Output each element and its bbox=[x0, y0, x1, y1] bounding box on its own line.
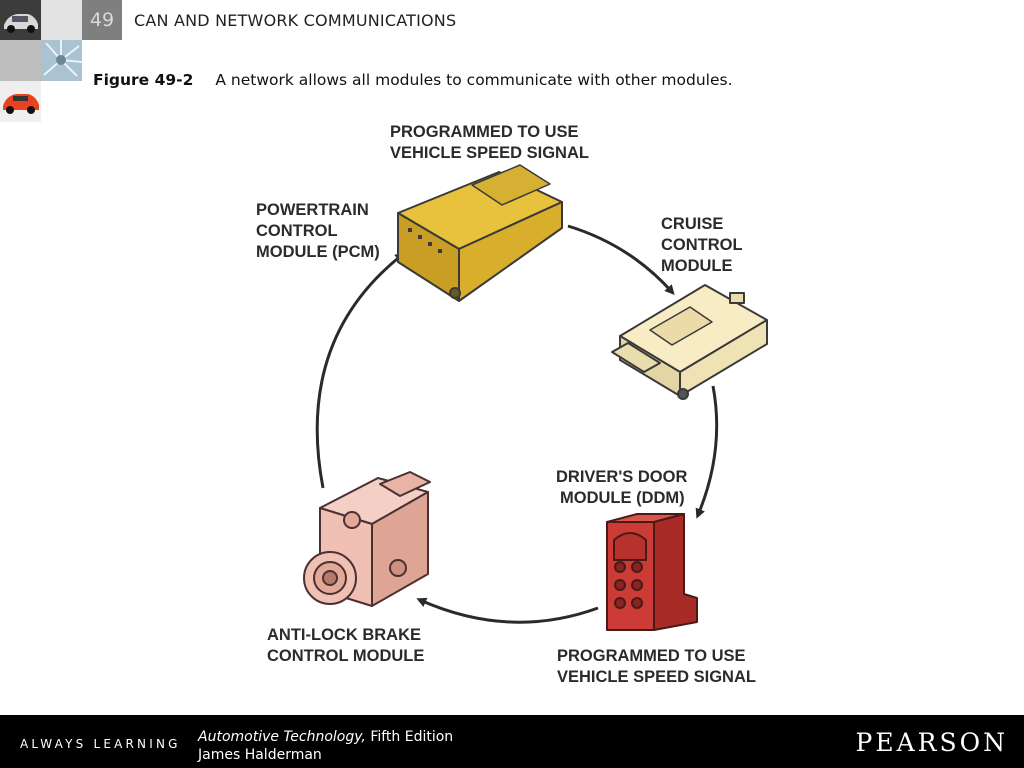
gray-block-thumbnail-2 bbox=[0, 40, 41, 81]
book-info: Automotive Technology, Fifth Edition Jam… bbox=[198, 728, 453, 764]
arrow-abs-to-pcm bbox=[315, 252, 406, 489]
ddm-label-line-2: MODULE (DDM) bbox=[560, 489, 685, 507]
gray-block-thumbnail bbox=[41, 0, 82, 40]
pcm-label-line-3: MODULE (PCM) bbox=[256, 243, 380, 261]
bottom-label-line-1: PROGRAMMED TO USE bbox=[557, 647, 746, 665]
pcm-label-line-2: CONTROL bbox=[256, 222, 337, 240]
book-title-line: Automotive Technology, Fifth Edition bbox=[198, 728, 453, 746]
abs-label-line-2: CONTROL MODULE bbox=[267, 647, 424, 665]
figure-label: Figure 49-2 bbox=[93, 71, 194, 89]
abs-label: ANTI-LOCK BRAKE CONTROL MODULE bbox=[267, 626, 426, 665]
arrow-ddm-to-abs bbox=[416, 597, 599, 624]
book-author: James Halderman bbox=[198, 747, 322, 763]
cruise-label-line-3: MODULE bbox=[661, 257, 733, 275]
turbine-thumbnail bbox=[41, 40, 82, 81]
chapter-title: CAN AND NETWORK COMMUNICATIONS bbox=[134, 11, 457, 30]
abs-module bbox=[303, 471, 431, 607]
figure-caption: Figure 49-2 A network allows all modules … bbox=[93, 71, 733, 89]
ddm-label: DRIVER'S DOOR MODULE (DDM) bbox=[556, 468, 692, 507]
cruise-label: CRUISE CONTROL MODULE bbox=[661, 215, 747, 275]
network-diagram: PROGRAMMED TO USE VEHICLE SPEED SIGNAL P… bbox=[256, 123, 768, 686]
bottom-label-line-2: VEHICLE SPEED SIGNAL bbox=[557, 668, 756, 686]
header-thumbnails bbox=[0, 0, 82, 122]
pcm-label: POWERTRAIN CONTROL MODULE (PCM) bbox=[256, 201, 380, 261]
top-label-line-2: VEHICLE SPEED SIGNAL bbox=[390, 144, 589, 162]
arrow-pcm-to-cruise bbox=[567, 224, 675, 295]
pcm-label-line-1: POWERTRAIN bbox=[256, 201, 369, 219]
pearson-logo: PEARSON bbox=[855, 728, 1008, 757]
top-label: PROGRAMMED TO USE VEHICLE SPEED SIGNAL bbox=[390, 123, 589, 162]
top-label-line-1: PROGRAMMED TO USE bbox=[390, 123, 579, 141]
abs-label-line-1: ANTI-LOCK BRAKE bbox=[267, 626, 421, 644]
ddm-module bbox=[606, 513, 698, 631]
ddm-label-line-1: DRIVER'S DOOR bbox=[556, 468, 687, 486]
silver-car-thumbnail bbox=[0, 0, 41, 40]
arrow-cruise-to-ddm bbox=[695, 385, 719, 519]
flow-arrows bbox=[315, 224, 719, 624]
footer-bar: ALWAYS LEARNING Automotive Technology, F… bbox=[0, 715, 1024, 768]
book-title: Automotive Technology, bbox=[198, 729, 366, 745]
figure-caption-text: A network allows all modules to communic… bbox=[215, 71, 733, 89]
diagram-labels: PROGRAMMED TO USE VEHICLE SPEED SIGNAL P… bbox=[256, 123, 756, 686]
book-edition: Fifth Edition bbox=[365, 729, 454, 745]
cruise-module bbox=[611, 284, 768, 400]
red-car-thumbnail bbox=[0, 81, 41, 122]
bottom-label: PROGRAMMED TO USE VEHICLE SPEED SIGNAL bbox=[557, 647, 756, 686]
cruise-label-line-1: CRUISE bbox=[661, 215, 723, 233]
cruise-label-line-2: CONTROL bbox=[661, 236, 742, 254]
pcm-module bbox=[397, 164, 563, 302]
tagline: ALWAYS LEARNING bbox=[20, 737, 181, 751]
chapter-number: 49 bbox=[82, 0, 122, 40]
